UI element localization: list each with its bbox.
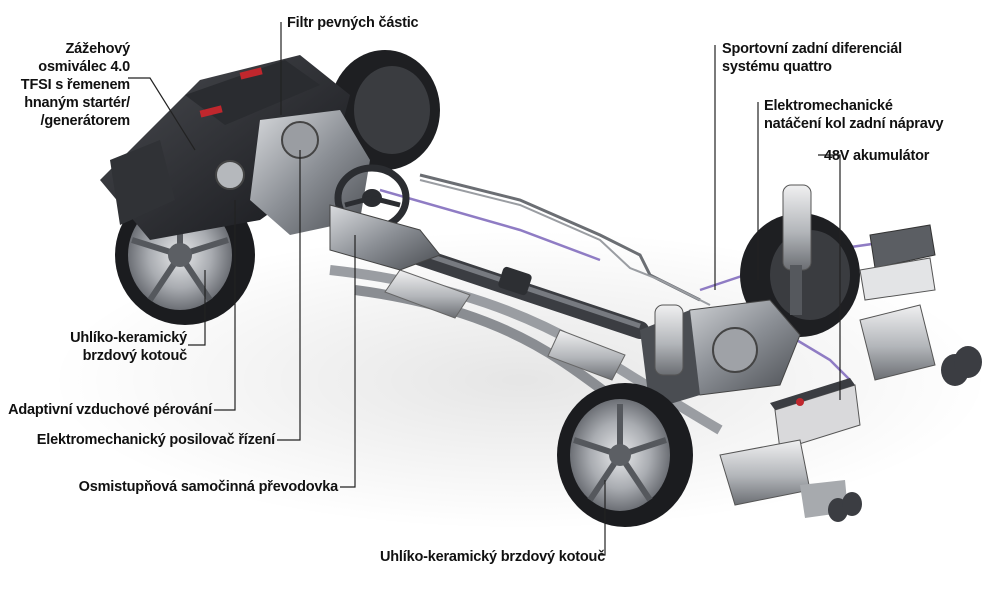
label-rear-brake-disc: Uhlíko-keramický brzdový kotouč	[380, 549, 606, 565]
label-engine: Zážehový osmiválec 4.0 TFSI s řemenem hn…	[20, 41, 130, 129]
control-unit	[859, 224, 936, 301]
leader-lines	[128, 22, 841, 556]
gearbox	[329, 204, 441, 271]
label-air-suspension: Adaptivní vzduchové pérování	[8, 402, 212, 418]
battery-48v	[770, 378, 861, 451]
label-front-brake-disc: Uhlíko-keramický brzdový kotouč	[70, 330, 187, 364]
label-particle-filter: Filtr pevných částic	[287, 15, 419, 31]
label-48v-battery: 48V akumulátor	[824, 148, 930, 164]
label-rear-steering: Elektromechanické natáčení kol zadní náp…	[764, 98, 944, 132]
label-gearbox: Osmistupňová samočinná převodovka	[78, 479, 339, 495]
v8-engine	[100, 55, 370, 240]
propshaft	[391, 241, 649, 339]
rear-mufflers	[719, 304, 982, 522]
label-steering-assist: Elektromechanický posilovač řízení	[36, 432, 275, 448]
rear-left-wheel	[557, 383, 693, 527]
rear-air-struts	[654, 184, 812, 376]
label-rear-differential: Sportovní zadní diferenciál systému quat…	[722, 41, 902, 75]
